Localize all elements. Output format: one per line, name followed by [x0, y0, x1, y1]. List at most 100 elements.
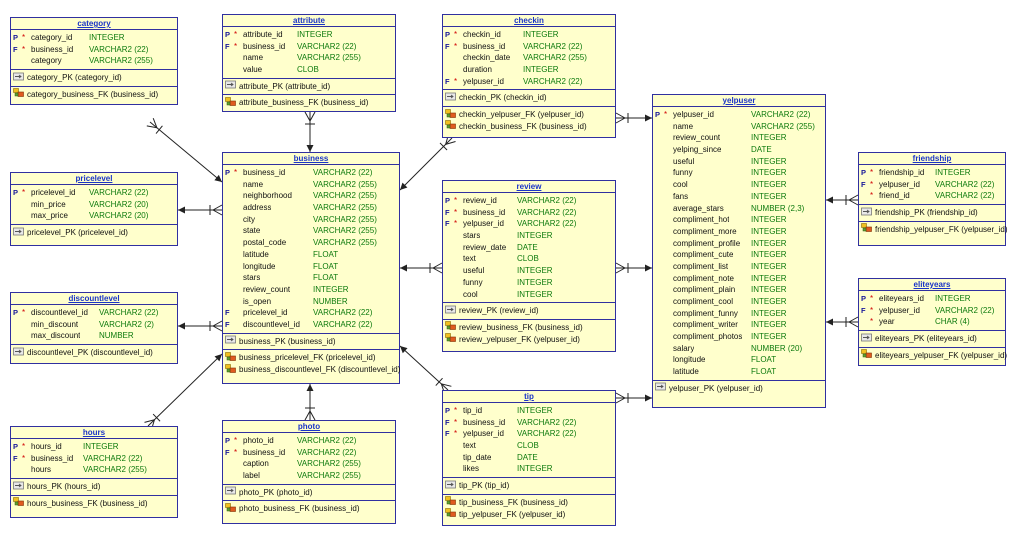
- foreign-key-row[interactable]: attribute_business_FK (business_id): [223, 97, 395, 109]
- primary-key-row[interactable]: discountlevel_PK (discountlevel_id): [11, 347, 177, 359]
- relationship-tip_business[interactable]: [399, 345, 452, 394]
- relationship-checkin_yelpuser[interactable]: [615, 112, 652, 124]
- relationship-friendship_yelpuser[interactable]: [826, 194, 859, 206]
- relationship-review_yelpuser[interactable]: [615, 262, 652, 274]
- foreign-key-row[interactable]: business_pricelevel_FK (pricelevel_id): [223, 352, 399, 364]
- primary-key-row[interactable]: yelpuser_PK (yelpuser_id): [653, 382, 825, 395]
- foreign-key-row[interactable]: review_yelpuser_FK (yelpuser_id): [443, 333, 615, 346]
- foreign-key-row[interactable]: eliteyears_yelpuser_FK (yelpuser_id): [859, 349, 1007, 362]
- foreign-key-row[interactable]: business_discountlevel_FK (discountlevel…: [223, 363, 400, 376]
- relationship-photo_business[interactable]: [304, 384, 316, 421]
- primary-key-row[interactable]: attribute_PK (attribute_id): [223, 80, 395, 93]
- relationship-business_pricelevel[interactable]: [178, 204, 223, 216]
- primary-key-row[interactable]: hours_PK (hours_id): [11, 481, 177, 493]
- foreign-key-row[interactable]: friendship_yelpuser_FK (yelpuser_id): [859, 223, 1008, 236]
- foreign-key-row[interactable]: checkin_yelpuser_FK (yelpuser_id): [443, 108, 615, 121]
- relationship-eliteyears_yelpuser[interactable]: [826, 316, 859, 328]
- primary-key-row[interactable]: friendship_PK (friendship_id): [859, 207, 1005, 219]
- relationship-review_business[interactable]: [400, 262, 443, 274]
- primary-key-row[interactable]: category_PK (category_id): [11, 72, 177, 84]
- relationship-hours_business[interactable]: [144, 353, 223, 430]
- foreign-key-row[interactable]: checkin_business_FK (business_id): [443, 120, 615, 133]
- primary-key-row[interactable]: checkin_PK (checkin_id): [443, 92, 615, 104]
- primary-key-row[interactable]: eliteyears_PK (eliteyears_id): [859, 333, 1005, 345]
- primary-key-row[interactable]: photo_PK (photo_id): [223, 486, 395, 499]
- foreign-key-row[interactable]: tip_business_FK (business_id): [443, 496, 615, 509]
- foreign-key-row[interactable]: tip_yelpuser_FK (yelpuser_id): [443, 508, 615, 521]
